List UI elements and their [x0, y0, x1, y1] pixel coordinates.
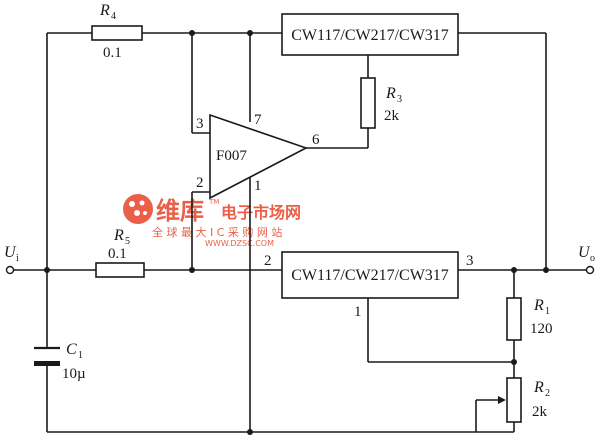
port-input: U i	[4, 244, 19, 275]
resistor-r3-value: 2k	[384, 108, 400, 124]
resistor-r5-name: R	[113, 227, 124, 244]
capacitor-c1-plate-bottom	[34, 361, 60, 366]
resistor-r4-sub: 4	[111, 11, 116, 22]
port-output-name: U	[578, 244, 591, 261]
opamp: F007 3 2 7 6 1	[196, 112, 320, 200]
wiper-arrow-icon	[498, 396, 506, 404]
regulator-pin-out: 3	[466, 253, 474, 269]
resistor-r1-value: 120	[530, 321, 553, 337]
potentiometer-r2-value: 2k	[532, 404, 548, 420]
watermark-url: WWW.DZSC.COM	[205, 239, 274, 248]
junction-dot	[189, 30, 195, 36]
resistor-r1: R 1 120	[506, 297, 553, 341]
resistor-r3-name: R	[385, 85, 396, 102]
port-output-sub: o	[590, 253, 595, 264]
resistor-r4-body	[91, 25, 143, 41]
resistor-r3-body	[360, 77, 376, 129]
port-output-terminal	[585, 265, 595, 275]
resistor-r5-sub: 5	[125, 236, 130, 247]
junction-dot	[511, 267, 517, 273]
opamp-pin-3: 3	[196, 116, 204, 132]
junction-dot	[189, 267, 195, 273]
junction-dot	[44, 267, 50, 273]
watermark-tag: 电子市场网	[221, 203, 301, 222]
resistor-r4: R 4 0.1	[91, 2, 143, 61]
resistor-r3: R 3 2k	[360, 77, 402, 129]
wires	[14, 32, 586, 433]
resistor-r1-sub: 1	[545, 306, 550, 317]
opamp-triangle	[209, 113, 309, 200]
watermark-slogan: 全 球 最 大 I C 采 购 网 站	[152, 225, 282, 239]
regulator-top-label: CW117/CW217/CW317	[291, 27, 449, 44]
regulator-top-box	[281, 13, 459, 56]
capacitor-c1-sub: 1	[78, 350, 83, 361]
watermark: 维库 TM 电子市场网 全 球 最 大 I C 采 购 网 站 WWW.DZSC…	[123, 194, 301, 248]
potentiometer-r2: R 2 2k	[506, 377, 550, 423]
potentiometer-r2-sub: 2	[545, 388, 550, 399]
watermark-brand: 维库	[156, 197, 204, 225]
junction-dot	[247, 30, 253, 36]
junction-dot	[543, 267, 549, 273]
port-output: U o	[578, 244, 595, 275]
port-input-sub: i	[16, 253, 19, 264]
regulator-bottom-box	[281, 251, 459, 299]
watermark-tm: TM	[208, 198, 219, 206]
opamp-pin-7: 7	[254, 112, 262, 128]
resistor-r5: R 5 0.1	[95, 227, 145, 278]
port-input-terminal	[5, 265, 15, 275]
capacitor-c1-value: 10µ	[62, 366, 86, 382]
resistor-r4-name: R	[99, 2, 110, 19]
resistor-r5-body	[95, 262, 145, 278]
resistor-r1-name: R	[533, 297, 544, 314]
resistor-r3-sub: 3	[397, 94, 402, 105]
resistor-r4-value: 0.1	[103, 45, 122, 61]
resistor-r1-body	[506, 297, 522, 341]
junction-dot	[511, 359, 517, 365]
opamp-pin-1: 1	[254, 178, 262, 194]
potentiometer-r2-name: R	[533, 379, 544, 396]
potentiometer-r2-body	[506, 377, 522, 423]
regulator-top: CW117/CW217/CW317	[281, 13, 459, 56]
junctions	[44, 30, 549, 435]
regulator-pin-adj: 1	[354, 304, 362, 320]
regulator-bottom: CW117/CW217/CW317 2 3 1	[264, 251, 474, 320]
capacitor-c1: C 1 10µ	[34, 341, 86, 382]
junction-dot	[247, 429, 253, 435]
resistor-r5-value: 0.1	[108, 246, 127, 262]
dzsc-logo-icon	[123, 194, 153, 224]
opamp-label: F007	[216, 148, 247, 164]
port-input-name: U	[4, 244, 17, 261]
opamp-pin-2: 2	[196, 175, 204, 191]
capacitor-c1-name: C	[66, 341, 77, 358]
regulator-pin-in: 2	[264, 253, 272, 269]
opamp-pin-6: 6	[312, 132, 320, 148]
regulator-bottom-label: CW117/CW217/CW317	[291, 267, 449, 284]
